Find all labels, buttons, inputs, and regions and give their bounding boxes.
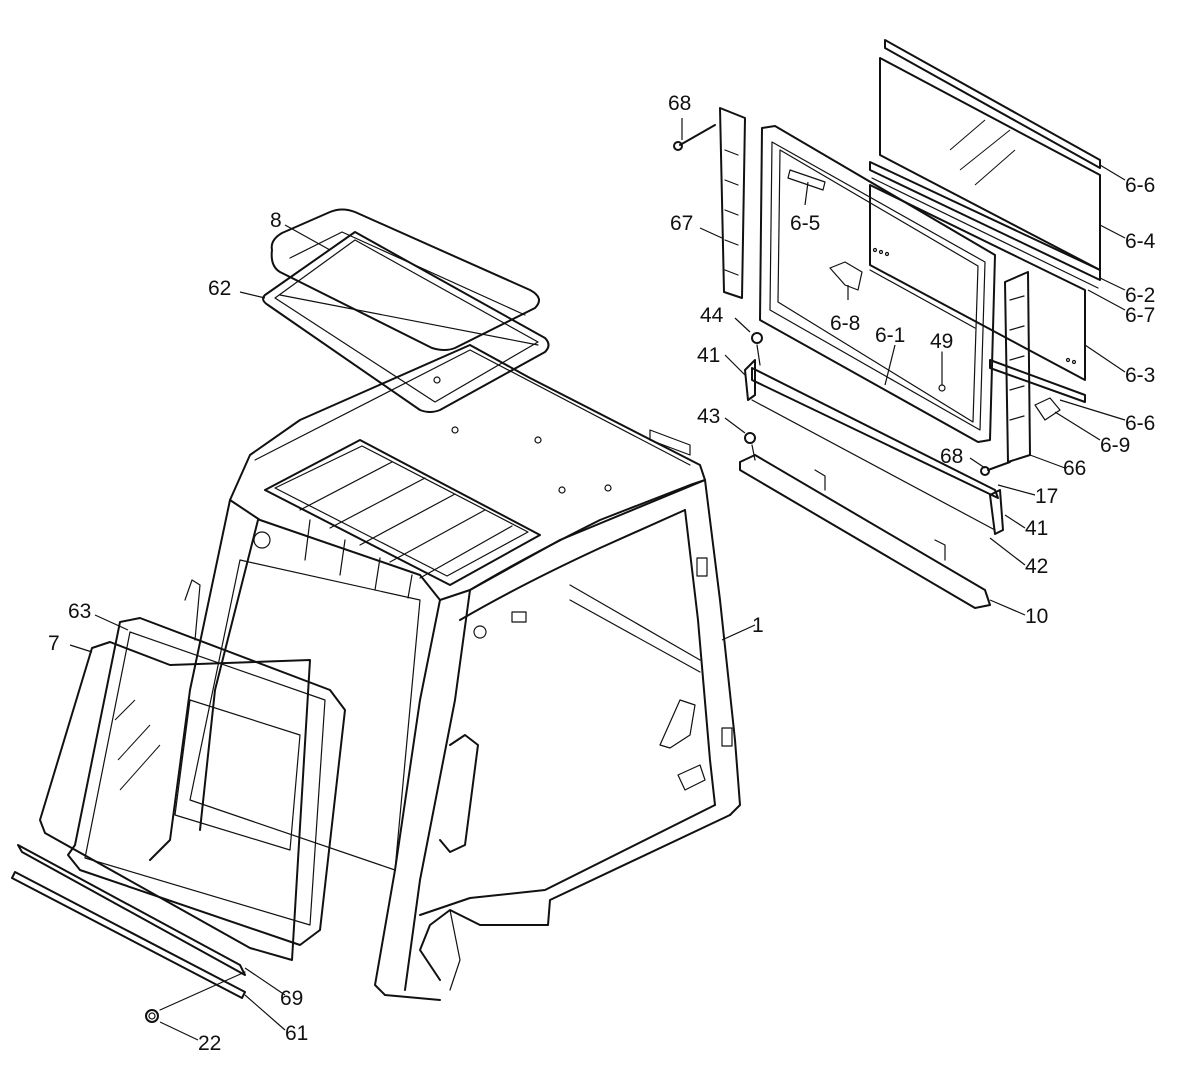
- label-1: 1: [752, 614, 764, 637]
- roof-window: [262, 208, 550, 413]
- bottom-strips: [11, 844, 246, 1023]
- label-6-4: 6-4: [1125, 230, 1156, 253]
- label-22: 22: [198, 1032, 221, 1055]
- label-6-7: 6-7: [1125, 304, 1155, 327]
- label-44: 44: [700, 304, 724, 327]
- label-6-3: 6-3: [1125, 364, 1155, 387]
- label-6-6-top: 6-6: [1125, 174, 1155, 197]
- label-6-1: 6-1: [875, 324, 905, 347]
- label-69: 69: [280, 987, 303, 1010]
- label-63: 63: [68, 600, 91, 623]
- leader-lines: [69, 118, 1126, 1041]
- label-43: 43: [697, 405, 720, 428]
- cab-frame: [149, 344, 741, 1001]
- label-49: 49: [930, 330, 953, 353]
- label-61: 61: [285, 1022, 308, 1045]
- label-67: 67: [670, 212, 693, 235]
- label-41-right: 41: [1025, 517, 1048, 540]
- label-68-bottom: 68: [940, 445, 963, 468]
- front-window: [39, 617, 346, 961]
- label-8: 8: [270, 209, 282, 232]
- label-7: 7: [48, 632, 60, 655]
- label-62: 62: [208, 277, 231, 300]
- label-6-9: 6-9: [1100, 434, 1130, 457]
- label-42: 42: [1025, 555, 1048, 578]
- label-68-top: 68: [668, 92, 691, 115]
- label-6-2: 6-2: [1125, 284, 1155, 307]
- window-assembly: [673, 39, 1101, 609]
- label-66: 66: [1063, 457, 1086, 480]
- label-10: 10: [1025, 605, 1048, 628]
- label-6-8: 6-8: [830, 312, 860, 335]
- label-41-left: 41: [697, 344, 720, 367]
- part-labels: 68 67 8 62 6-6 6-5 6-4 6-2 6-7 6-8 6-1 4…: [48, 92, 1156, 1055]
- label-6-5: 6-5: [790, 212, 820, 235]
- label-6-6-bottom: 6-6: [1125, 412, 1155, 435]
- label-17: 17: [1035, 485, 1058, 508]
